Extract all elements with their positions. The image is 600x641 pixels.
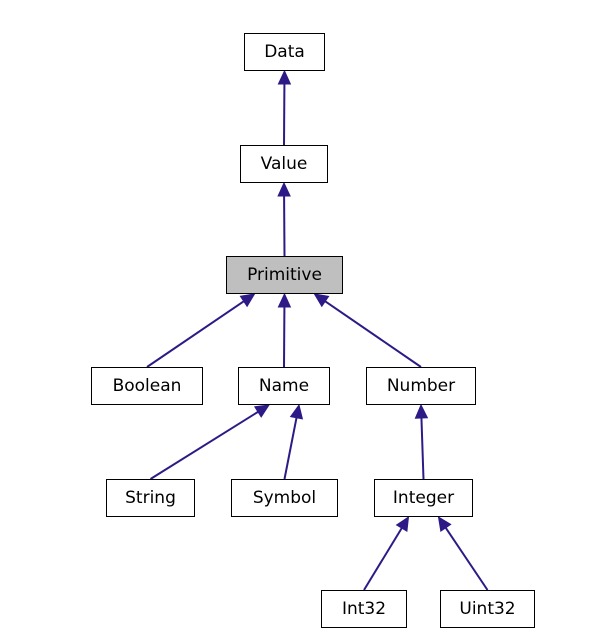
edge-boolean-to-primitive <box>146 300 245 368</box>
node-label: Number <box>386 376 456 396</box>
arrowhead-int32-to-integer <box>395 515 410 533</box>
node-label: Name <box>258 376 310 396</box>
node-boolean[interactable]: Boolean <box>91 367 203 405</box>
node-label: Boolean <box>112 376 182 396</box>
arrowhead-boolean-to-primitive <box>239 293 256 308</box>
edge-number-to-primitive <box>324 300 422 368</box>
edge-symbol-to-name <box>283 417 298 480</box>
arrowhead-symbol-to-name <box>289 403 304 420</box>
edge-string-to-name <box>149 411 259 480</box>
node-integer[interactable]: Integer <box>374 479 473 517</box>
node-number[interactable]: Number <box>366 367 476 405</box>
node-label: Value <box>260 154 308 174</box>
arrowhead-primitive-to-value <box>277 181 291 197</box>
node-string[interactable]: String <box>106 479 195 517</box>
arrowhead-uint32-to-integer <box>437 516 452 532</box>
node-label: Int32 <box>341 599 387 619</box>
node-data[interactable]: Data <box>244 33 325 71</box>
node-primitive[interactable]: Primitive <box>226 256 343 294</box>
arrowhead-name-to-primitive <box>277 292 292 308</box>
node-label: Symbol <box>252 488 317 508</box>
arrowhead-integer-to-number <box>414 403 429 419</box>
node-uint32[interactable]: Uint32 <box>440 590 535 628</box>
node-label: Uint32 <box>459 599 516 619</box>
edge-uint32-to-integer <box>444 527 489 591</box>
node-symbol[interactable]: Symbol <box>231 479 338 517</box>
node-label: Primitive <box>247 265 322 285</box>
edge-integer-to-number <box>420 417 425 480</box>
node-name[interactable]: Name <box>238 367 330 405</box>
edge-int32-to-integer <box>363 527 403 591</box>
arrowhead-string-to-name <box>253 404 271 418</box>
arrowhead-number-to-primitive <box>313 293 330 308</box>
node-int32[interactable]: Int32 <box>321 590 407 628</box>
arrowhead-value-to-data <box>277 69 292 85</box>
node-label: String <box>125 488 176 508</box>
node-label: Integer <box>392 488 455 508</box>
node-label: Data <box>264 42 305 62</box>
node-value[interactable]: Value <box>240 145 328 183</box>
